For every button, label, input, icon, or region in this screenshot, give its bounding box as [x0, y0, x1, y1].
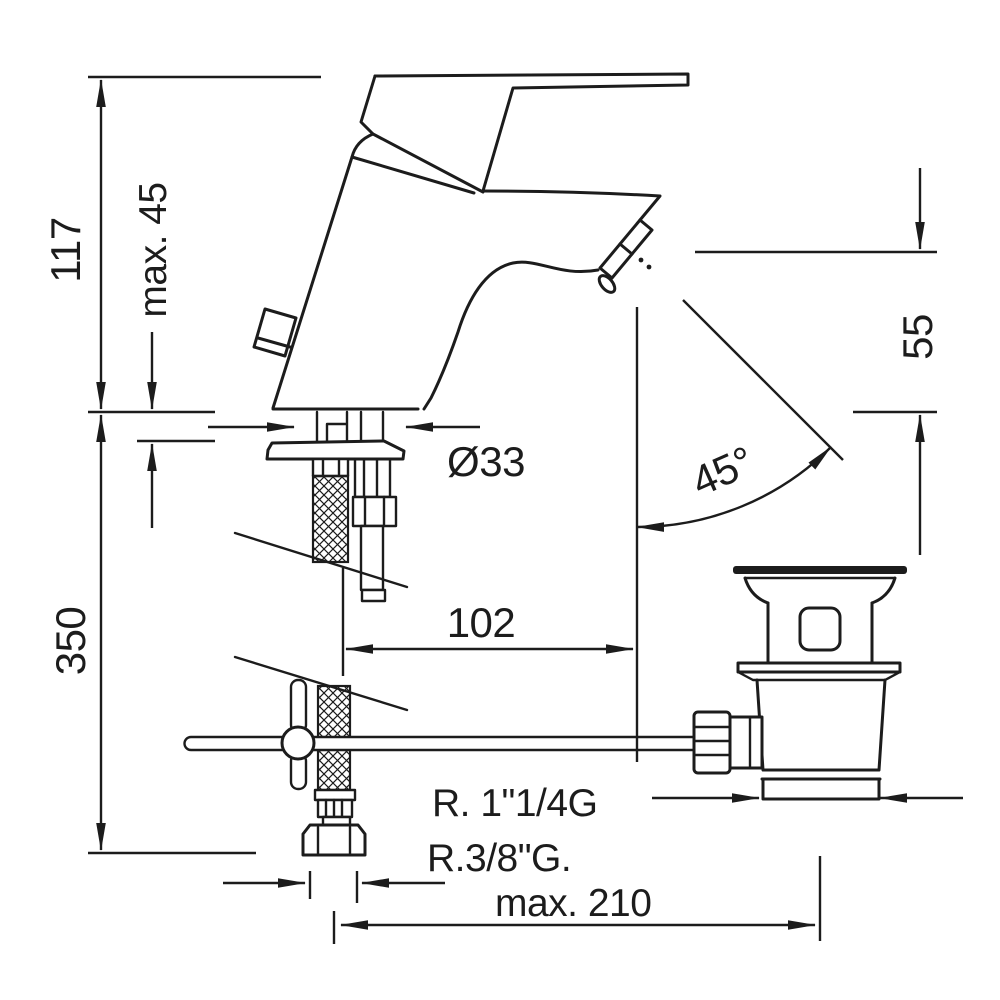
dim-body-diameter: Ø33: [447, 438, 525, 485]
dim-waste-thread: R. 1"1/4G: [432, 782, 597, 825]
supply-hose-upper: [311, 474, 350, 564]
faucet-body: [252, 72, 690, 411]
mounting-hardware: [265, 410, 406, 603]
dim-supply-hose-length: max. 210: [495, 882, 651, 925]
rod-clamp-nut: [692, 710, 732, 775]
waste-slot: [798, 606, 842, 652]
water-drop: [646, 264, 652, 270]
reference-lines: [88, 75, 937, 944]
break-lines: [233, 531, 409, 712]
pop-up-rod: [183, 735, 697, 752]
dim-spout-reach: 102: [447, 599, 516, 646]
supply-hose-lower: [183, 678, 697, 857]
side-knob: [252, 307, 298, 358]
rod-ball-joint: [280, 725, 316, 761]
dim-length-below-deck: 350: [47, 607, 94, 676]
dim-outlet-angle: 45°: [685, 437, 761, 505]
dim-deck-thickness: max. 45: [132, 182, 175, 317]
pop-up-waste: [692, 566, 907, 801]
dimension-labels: 117 max. 45 350 55 Ø33 102 45° R. 1"1/4G…: [42, 182, 941, 925]
waste-thread-section: [761, 777, 881, 801]
dim-spout-outlet-height: 55: [894, 314, 941, 360]
base-flange: [265, 439, 406, 461]
dimension-lines: [96, 79, 963, 930]
hose-nut: [301, 823, 367, 857]
dim-supply-hose-thread: R.3/8"G.: [427, 837, 571, 880]
dim-height-above-deck: 117: [42, 217, 89, 282]
water-drop: [638, 257, 644, 263]
mounting-stud-nut: [351, 495, 398, 528]
